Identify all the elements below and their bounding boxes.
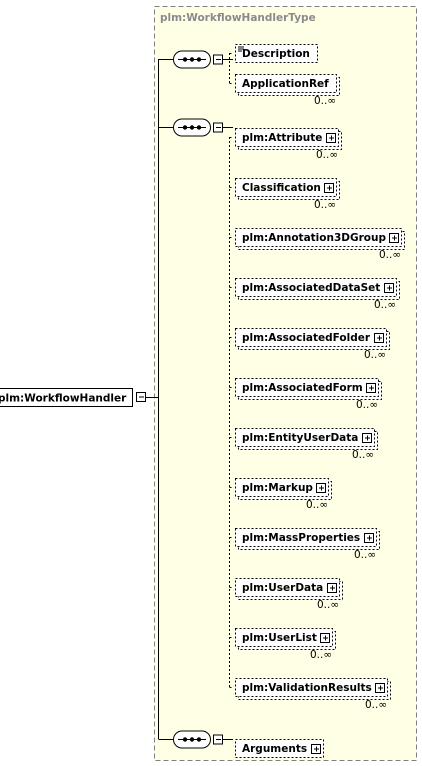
el-entityuserdata-element[interactable]: plm:EntityUserData (235, 428, 378, 450)
el-userdata-occurrence: 0..∞ (317, 599, 339, 611)
el-userlist-expand-icon[interactable] (320, 633, 330, 643)
el-massproperties-occurrence: 0..∞ (354, 549, 376, 561)
el-massproperties-label: plm:MassProperties (242, 532, 360, 544)
el-markup-label: plm:Markup (242, 482, 313, 494)
el-userlist-label: plm:UserList (242, 632, 317, 644)
el-arguments-label: Arguments (242, 743, 307, 755)
sequence-2-compositor-collapse-icon[interactable] (213, 122, 223, 133)
el-associatedform-occurrence: 0..∞ (356, 399, 378, 411)
el-annotation3dgroup-label: plm:Annotation3DGroup (242, 232, 386, 244)
el-massproperties-expand-icon[interactable] (364, 533, 374, 543)
el-arguments-element[interactable]: Arguments (235, 739, 324, 758)
el-associatedform-label: plm:AssociatedForm (242, 382, 363, 394)
el-applicationref-occurrence: 0..∞ (314, 95, 336, 107)
sequence-1-compositor[interactable] (173, 50, 211, 69)
el-associateddataset-expand-icon[interactable] (384, 283, 394, 293)
el-entityuserdata-expand-icon[interactable] (362, 433, 372, 443)
root-label: plm:WorkflowHandler (0, 393, 127, 405)
el-attribute-expand-icon[interactable] (326, 133, 336, 143)
el-associatedfolder-occurrence: 0..∞ (364, 349, 386, 361)
el-attribute-occurrence: 0..∞ (316, 149, 338, 161)
el-attribute-label: plm:Attribute (242, 132, 322, 144)
el-markup-expand-icon[interactable] (316, 483, 326, 493)
el-classification-element[interactable]: Classification (235, 178, 340, 200)
el-associateddataset-label: plm:AssociatedDataSet (242, 282, 380, 294)
el-classification-occurrence: 0..∞ (314, 199, 336, 211)
el-applicationref-element[interactable]: ApplicationRef (235, 74, 340, 96)
el-annotation3dgroup-occurrence: 0..∞ (379, 249, 401, 261)
el-entityuserdata-occurrence: 0..∞ (352, 449, 374, 461)
sequence-2-compositor[interactable] (173, 118, 211, 137)
el-arguments-expand-icon[interactable] (311, 744, 321, 754)
el-userlist-occurrence: 0..∞ (310, 649, 332, 661)
el-userdata-label: plm:UserData (242, 582, 323, 594)
el-classification-label: Classification (242, 182, 321, 194)
el-associatedfolder-expand-icon[interactable] (374, 333, 384, 343)
el-entityuserdata-label: plm:EntityUserData (242, 432, 358, 444)
el-attribute-element[interactable]: plm:Attribute (235, 128, 342, 150)
el-description-element[interactable]: Description (235, 44, 318, 63)
el-userdata-expand-icon[interactable] (327, 583, 337, 593)
el-associatedfolder-label: plm:AssociatedFolder (242, 332, 371, 344)
el-userdata-element[interactable]: plm:UserData (235, 578, 343, 600)
el-validationresults-expand-icon[interactable] (375, 683, 385, 693)
el-annotation3dgroup-expand-icon[interactable] (389, 233, 399, 243)
el-applicationref-label: ApplicationRef (242, 78, 329, 90)
sequence-3-compositor[interactable] (173, 730, 211, 749)
el-classification-expand-icon[interactable] (324, 183, 334, 193)
el-userlist-element[interactable]: plm:UserList (235, 628, 336, 650)
el-associateddataset-element[interactable]: plm:AssociatedDataSet (235, 278, 400, 300)
sequence-3-compositor-collapse-icon[interactable] (213, 734, 223, 745)
root-element[interactable]: plm:WorkflowHandler (0, 388, 133, 407)
el-validationresults-element[interactable]: plm:ValidationResults (235, 678, 391, 700)
el-annotation3dgroup-element[interactable]: plm:Annotation3DGroup (235, 228, 405, 250)
type-title: plm:WorkflowHandlerType (160, 12, 316, 24)
sequence-1-compositor-collapse-icon[interactable] (213, 54, 223, 65)
el-associatedfolder-element[interactable]: plm:AssociatedFolder (235, 328, 390, 350)
el-validationresults-occurrence: 0..∞ (365, 699, 387, 711)
el-associatedform-expand-icon[interactable] (366, 383, 376, 393)
el-description-label: Description (242, 48, 310, 60)
el-associatedform-element[interactable]: plm:AssociatedForm (235, 378, 382, 400)
el-markup-occurrence: 0..∞ (306, 499, 328, 511)
el-massproperties-element[interactable]: plm:MassProperties (235, 528, 380, 550)
root-collapse-icon[interactable] (136, 392, 146, 402)
el-validationresults-label: plm:ValidationResults (242, 682, 372, 694)
el-associateddataset-occurrence: 0..∞ (374, 299, 396, 311)
el-markup-element[interactable]: plm:Markup (235, 478, 332, 500)
documentation-icon (238, 46, 244, 52)
